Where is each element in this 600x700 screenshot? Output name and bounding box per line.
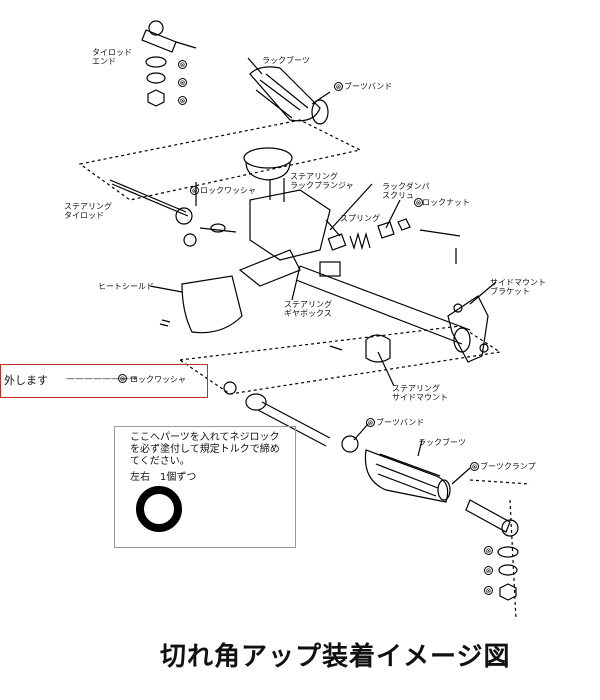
replace-symbol-icon: ⊗: [178, 96, 187, 105]
label-steering-gearbox: ステアリング ギヤボックス: [284, 300, 332, 318]
note-box: [114, 426, 296, 548]
label-lock-nut: ロックナット: [422, 198, 470, 207]
rack-boot-top: [249, 66, 329, 125]
label-boot-band-bottom: ブーツバンド: [376, 418, 425, 427]
label-steering-rack-plunger: ステアリング ラックプランジャ: [290, 172, 354, 190]
replace-symbol-icon: ⊗: [484, 566, 493, 575]
note-quantity: 左右 1個ずつ: [130, 472, 197, 483]
note-text: ここへパーツを入れてネジロックを必ず塗付して規定トルクで締めてください。: [130, 432, 280, 467]
steering-side-mount: [365, 334, 391, 363]
label-side-mount-bracket: サイドマウント ブラケット: [490, 278, 546, 296]
replace-symbol-icon: ⊗: [118, 374, 127, 383]
label-boot-band-top: ブーツバンド: [344, 82, 393, 91]
label-lock-washer-top: ロックワッシャ: [200, 186, 256, 195]
washer-icon: [136, 486, 182, 532]
rack-tube: [295, 261, 471, 353]
spring-damper: [327, 218, 461, 251]
callout-lock-washer: ロックワッシャ: [130, 375, 186, 384]
replace-symbol-icon: ⊗: [334, 82, 343, 91]
tie-rod-end-nuts: [145, 56, 167, 107]
tie-rod-end-top: [141, 20, 197, 53]
label-rack-boot-bottom: ラックブーツ: [418, 438, 466, 447]
tie-rod-end-bottom: [465, 499, 519, 601]
replace-symbol-icon: ⊗: [414, 198, 423, 207]
replace-symbol-icon: ⊗: [366, 418, 375, 427]
remove-arrow: ———————→: [66, 374, 137, 384]
remove-text: 外します: [4, 374, 48, 387]
remove-callout: [0, 364, 208, 398]
side-mount-bracket: [447, 248, 489, 363]
steering-tie-rod-upper: [109, 179, 226, 247]
replace-symbol-icon: ⊗: [484, 546, 493, 555]
label-steering-tie-rod: ステアリング タイロッド: [64, 202, 112, 220]
steering-tie-rod-lower: [223, 381, 331, 447]
label-tie-rod-end: タイロッド エンド: [92, 48, 132, 66]
replace-symbol-icon: ⊗: [470, 462, 479, 471]
heat-shield: [181, 275, 243, 334]
page-title: 切れ角アップ装着イメージ図: [160, 642, 511, 672]
replace-symbol-icon: ⊗: [178, 60, 187, 69]
label-boot-clamp: ブーツクランプ: [480, 462, 536, 471]
label-rack-damper-screw: ラックダンパ スクリュ: [382, 182, 430, 200]
label-steering-side-mount: ステアリング サイドマウント: [392, 384, 448, 402]
rack-boot-bottom: [364, 449, 451, 503]
label-rack-boot-top: ラックブーツ: [262, 56, 310, 65]
label-spring: スプリング: [340, 214, 380, 223]
replace-symbol-icon: ⊗: [190, 186, 199, 195]
label-heat-shield: ヒートシールド: [98, 282, 154, 291]
gearbox-housing: [238, 147, 331, 287]
replace-symbol-icon: ⊗: [178, 78, 187, 87]
replace-symbol-icon: ⊗: [484, 586, 493, 595]
